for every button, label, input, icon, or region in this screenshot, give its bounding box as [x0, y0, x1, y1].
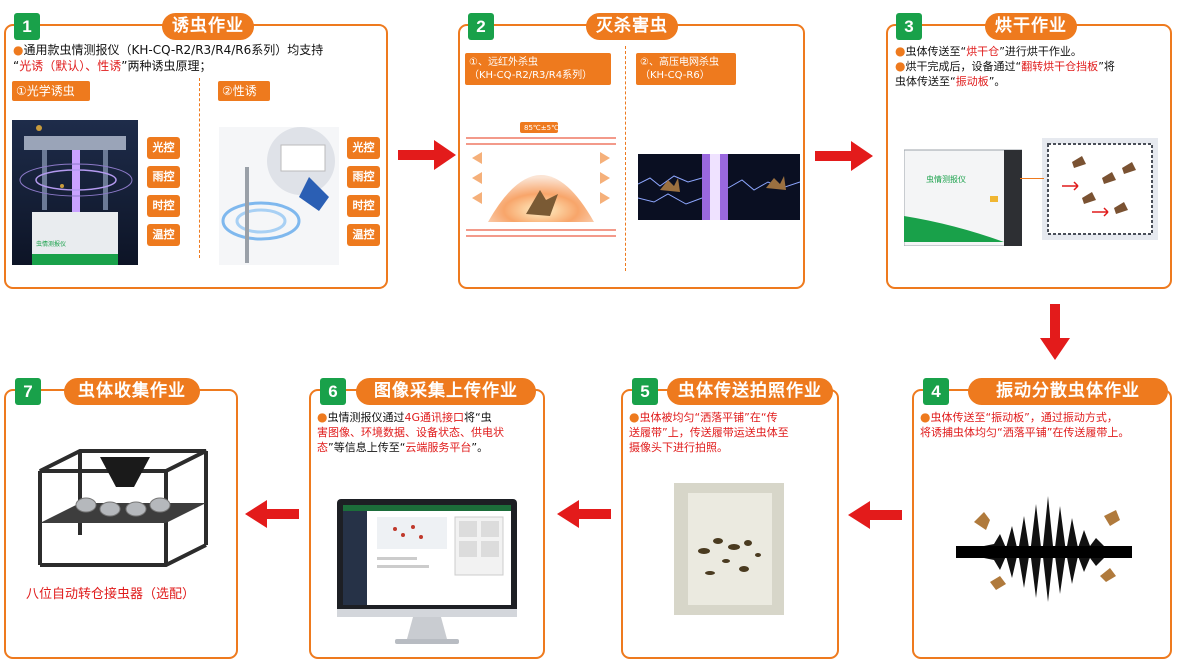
drying-chamber-image — [1042, 138, 1158, 240]
step-title: 虫体收集作业 — [64, 378, 200, 405]
step-number: 1 — [14, 13, 40, 40]
sex-trap-image — [219, 127, 339, 265]
desc-text: 通用款虫情测报仪（KH-CQ-R2/R3/R4/R6系列）均支持 — [23, 43, 324, 57]
step-5-card: 5 虫体传送拍照作业 ●虫体被均匀“洒落平铺”在“传 送履带”上，传送履带运送虫… — [621, 378, 839, 659]
bullet-icon: ● — [920, 410, 931, 424]
step-7-card: 7 虫体收集作业 八位自动转仓接虫器（选配） — [4, 378, 238, 659]
desc-highlight: 害图像、环境数据、设备状态、供电状 — [317, 426, 504, 439]
desc-highlight: 光诱（默认）、性诱 — [19, 59, 122, 73]
collector-caption: 八位自动转仓接虫器（选配） — [26, 587, 196, 602]
desc-text: ”。 — [988, 75, 1006, 88]
bullet-icon: ● — [317, 410, 328, 424]
desc-highlight: 云端服务平台 — [405, 441, 472, 454]
bullet-icon: ● — [13, 43, 24, 57]
arrow-down-icon — [1040, 304, 1070, 360]
option-label: ②、高压电网杀虫 — [640, 57, 719, 68]
desc-highlight: 振动板 — [955, 75, 989, 88]
desc-text: ”进行烘干作业。 — [999, 45, 1082, 58]
bullet-icon: ● — [629, 410, 640, 424]
desc-highlight: 摄像头下进行拍照。 — [629, 441, 728, 454]
desc-text: 虫体传送至“ — [895, 75, 956, 88]
arrow-right-icon — [398, 140, 456, 170]
step-description: ●虫体传送至“烘干仓”进行烘干作业。 ●烘干完成后，设备通过“翻转烘干仓挡板”将… — [895, 44, 1171, 89]
divider — [199, 78, 200, 258]
control-tag: 光控 — [347, 137, 380, 159]
collector-image — [38, 449, 208, 567]
monitor-image — [337, 499, 517, 644]
control-tag: 时控 — [347, 195, 380, 217]
arrow-right-icon — [815, 141, 873, 171]
high-voltage-kill-image — [638, 154, 800, 220]
desc-highlight: 烘干仓 — [966, 45, 1000, 58]
arrow-left-icon — [557, 500, 611, 528]
step-number: 5 — [632, 378, 658, 405]
control-tag: 雨控 — [147, 166, 180, 188]
bullet-icon: ● — [895, 59, 906, 73]
step-number: 7 — [15, 378, 41, 405]
option-label: ①、远红外杀虫 — [469, 57, 538, 68]
desc-text: “ — [13, 59, 20, 73]
step-title: 振动分散虫体作业 — [968, 378, 1168, 405]
step-number: 2 — [468, 13, 494, 40]
step-description: ●通用款虫情测报仪（KH-CQ-R2/R3/R4/R6系列）均支持 “光诱（默认… — [13, 42, 385, 74]
temperature-label: 85℃±5℃ — [524, 124, 559, 132]
drying-device-image: 虫情测报仪 — [904, 149, 1022, 246]
control-tag: 温控 — [347, 224, 380, 246]
step-4-card: 4 振动分散虫体作业 ●虫体传送至“振动板”，通过振动方式， 将诱捕虫体均匀“洒… — [912, 378, 1172, 659]
desc-text: ”等信息上传至“ — [328, 441, 406, 454]
control-tag: 光控 — [147, 137, 180, 159]
step-description: ●虫情测报仪通过4G通讯接口将“虫 害图像、环境数据、设备状态、供电状 态”等信… — [317, 410, 545, 455]
step-1-card: 1 诱虫作业 ●通用款虫情测报仪（KH-CQ-R2/R3/R4/R6系列）均支持… — [4, 13, 388, 289]
step-number: 3 — [896, 13, 922, 40]
desc-highlight: 送履带”上，传送履带运送虫体至 — [629, 426, 789, 439]
option-sex-trap: ②性诱 — [218, 81, 270, 101]
option-model: （KH-CQ-R6） — [640, 70, 710, 81]
step-description: ●虫体传送至“振动板”，通过振动方式， 将诱捕虫体均匀“洒落平铺”在传送履带上。 — [920, 410, 1172, 440]
step-number: 6 — [320, 378, 346, 405]
desc-text: ”。 — [471, 441, 489, 454]
desc-highlight: 将诱捕虫体均匀“洒落平铺”在传送履带上。 — [920, 426, 1130, 439]
desc-text: ”将 — [1098, 60, 1115, 73]
step-number: 4 — [923, 378, 949, 405]
divider — [625, 46, 626, 271]
bullet-icon: ● — [895, 44, 906, 58]
arrow-left-icon — [848, 501, 902, 529]
control-tag: 时控 — [147, 195, 180, 217]
connector-line — [1020, 178, 1044, 179]
conveyor-photo-image — [674, 483, 784, 615]
desc-text: 虫情测报仪通过 — [327, 411, 405, 424]
device-label: 虫情测报仪 — [926, 174, 966, 184]
light-trap-device-image: 虫情测报仪 — [12, 120, 138, 265]
vibration-plate-image — [956, 496, 1132, 602]
desc-highlight: 虫体传送至“振动板”，通过振动方式， — [930, 411, 1118, 424]
control-tag: 雨控 — [347, 166, 380, 188]
device-label: 虫情测报仪 — [36, 240, 66, 248]
step-6-card: 6 图像采集上传作业 ●虫情测报仪通过4G通讯接口将“虫 害图像、环境数据、设备… — [309, 378, 545, 659]
step-description: ●虫体被均匀“洒落平铺”在“传 送履带”上，传送履带运送虫体至 摄像头下进行拍照… — [629, 410, 839, 455]
desc-highlight: 虫体被均匀“洒落平铺”在“传 — [639, 411, 778, 424]
option-light-trap: ①光学诱虫 — [12, 81, 90, 101]
step-3-card: 3 烘干作业 ●虫体传送至“烘干仓”进行烘干作业。 ●烘干完成后，设备通过“翻转… — [886, 13, 1172, 289]
option-infrared-kill: ①、远红外杀虫 （KH-CQ-R2/R3/R4系列） — [465, 53, 611, 85]
step-title: 虫体传送拍照作业 — [667, 378, 833, 405]
desc-text: 烘干完成后，设备通过“ — [905, 60, 1022, 73]
desc-text: ”两种诱虫原理； — [121, 59, 212, 73]
desc-text: 虫体传送至“ — [905, 45, 967, 58]
step-title: 烘干作业 — [985, 13, 1077, 40]
step-2-card: 2 灭杀害虫 ①、远红外杀虫 （KH-CQ-R2/R3/R4系列） ②、高压电网… — [458, 13, 805, 289]
control-tag: 温控 — [147, 224, 180, 246]
step-title: 诱虫作业 — [162, 13, 254, 40]
desc-highlight: 态 — [317, 441, 328, 454]
desc-text: 将“虫 — [464, 411, 492, 424]
option-model: （KH-CQ-R2/R3/R4系列） — [469, 70, 593, 81]
arrow-left-icon — [245, 500, 299, 528]
desc-highlight: 翻转烘干仓挡板 — [1021, 60, 1099, 73]
desc-highlight: 4G通讯接口 — [404, 411, 465, 424]
option-high-voltage-kill: ②、高压电网杀虫 （KH-CQ-R6） — [636, 53, 736, 85]
step-title: 灭杀害虫 — [586, 13, 678, 40]
step-title: 图像采集上传作业 — [356, 378, 536, 405]
infrared-kill-image: 85℃±5℃ — [466, 118, 616, 248]
